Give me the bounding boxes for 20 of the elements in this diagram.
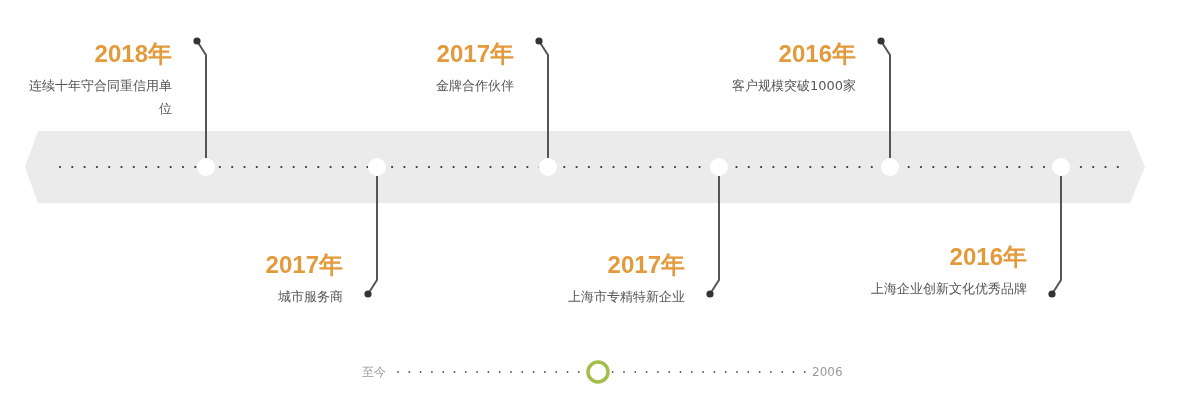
leader-line (1048, 175, 1062, 298)
year-heading: 2017年 (435, 39, 514, 69)
leader-line (364, 175, 378, 298)
leader-line (535, 37, 549, 159)
milestone-text: 城市服务商 (277, 288, 343, 306)
milestone-text: 客户规模突破1000家 (730, 77, 856, 95)
leader-line (193, 37, 207, 159)
milestone-text: 上海企业创新文化优秀品牌 (870, 280, 1027, 298)
leader-line (877, 37, 891, 159)
milestone-text: 金牌合作伙伴 (435, 77, 514, 95)
milestone-text: 上海市专精特新企业 (567, 288, 685, 306)
year-heading: 2017年 (264, 250, 343, 280)
milestone-text: 连续十年守合同重信用单位 (28, 77, 172, 118)
year-heading: 2016年 (777, 39, 856, 69)
year-heading: 2018年 (93, 39, 172, 69)
label-text: 至今 (362, 364, 386, 380)
year-heading: 2017年 (606, 250, 685, 280)
label-text: 2006 (812, 364, 843, 380)
year-heading: 2016年 (948, 242, 1027, 272)
leader-line (706, 175, 720, 298)
